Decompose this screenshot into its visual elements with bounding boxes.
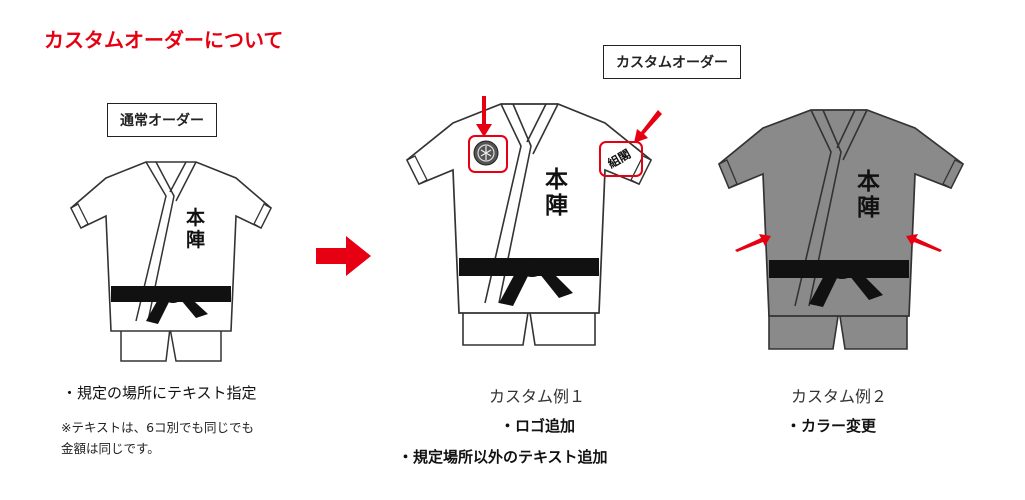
custom2-chest-text: 本 陣: [857, 169, 880, 221]
chest-char-1: 本: [545, 167, 568, 193]
red-pointer-arrow-icon: [634, 110, 662, 143]
note-line-1: ※テキストは、6コ別でも同じでも: [61, 420, 255, 435]
example1-bullet-text: ・規定場所以外のテキスト追加: [398, 448, 608, 466]
normal-uniform-illustration: [70, 161, 272, 362]
normal-order-note: ※テキストは、6コ別でも同じでも 金額は同じです。: [61, 417, 254, 459]
chest-char-2: 陣: [545, 193, 568, 219]
red-pointer-arrow-icon: [735, 234, 771, 252]
custom1-chest-text: 本 陣: [545, 167, 568, 219]
example1-bullet-logo: ・ロゴ追加: [500, 417, 576, 435]
normal-order-bullet: ・規定の場所にテキスト指定: [62, 384, 257, 402]
chest-char-2: 陣: [186, 229, 206, 251]
custom-order-label: カスタムオーダー: [603, 45, 741, 79]
red-pointer-arrow-icon: [906, 234, 942, 252]
example2-bullet-color: ・カラー変更: [786, 417, 877, 435]
arrow-right-icon: [316, 236, 371, 276]
normal-order-label: 通常オーダー: [107, 103, 217, 137]
normal-chest-text: 本 陣: [186, 207, 205, 251]
custom-example2-illustration: [717, 109, 965, 350]
chest-char-1: 本: [857, 169, 880, 195]
chest-char-1: 本: [186, 207, 206, 229]
red-pointer-arrow-icon: [476, 96, 492, 137]
logo-emblem-icon: [473, 140, 499, 166]
chest-char-2: 陣: [857, 195, 880, 221]
example1-caption: カスタム例１: [488, 387, 585, 406]
example2-caption: カスタム例２: [790, 387, 887, 406]
custom-example1-illustration: [405, 103, 653, 346]
note-line-2: 金額は同じです。: [61, 441, 160, 456]
page-title: カスタムオーダーについて: [44, 28, 284, 52]
